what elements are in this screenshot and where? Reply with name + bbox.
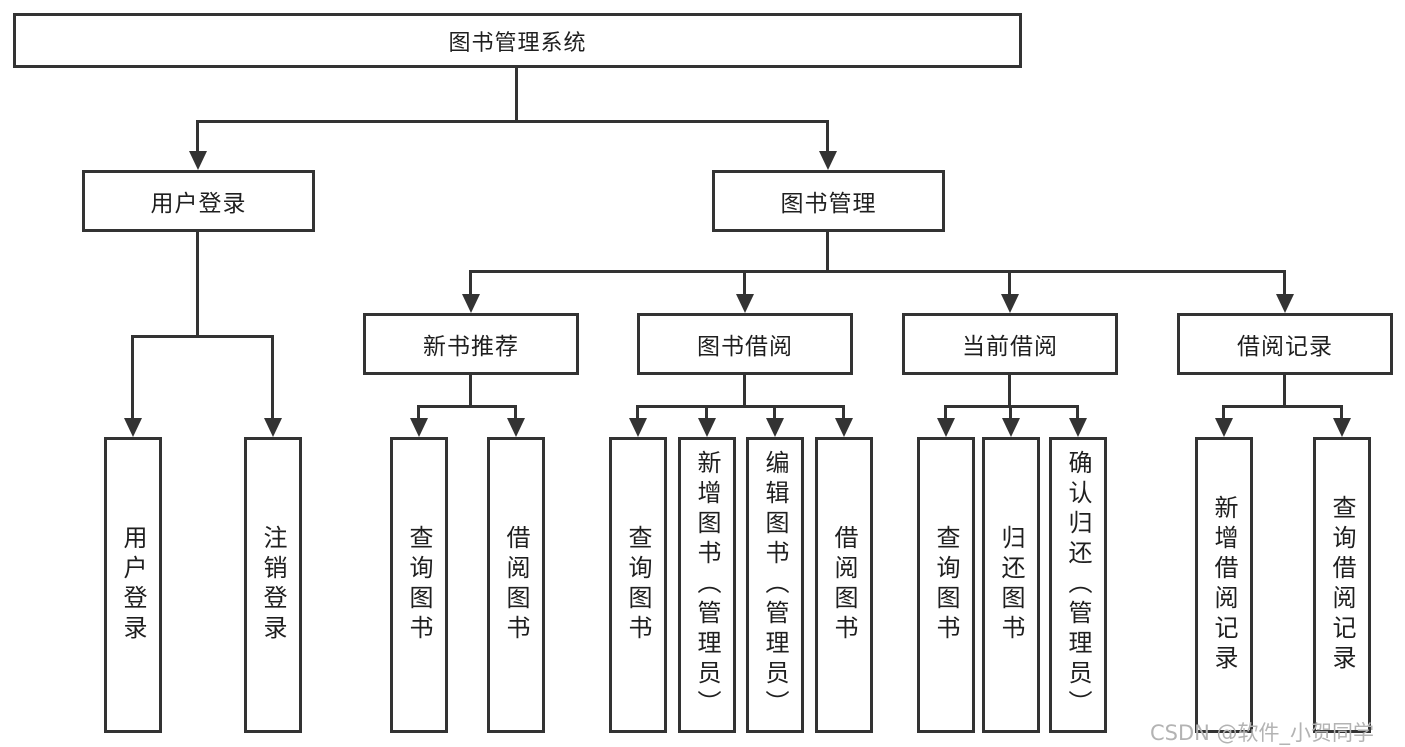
leaf-return-books: 归还图书 xyxy=(982,437,1040,733)
node-current-borrowing: 当前借阅 xyxy=(902,313,1118,375)
node-label: 查询图书 xyxy=(624,525,652,645)
connector-line xyxy=(131,335,273,338)
node-label: 新增借阅记录 xyxy=(1210,495,1238,675)
node-label: 新书推荐 xyxy=(423,334,519,360)
node-label: 用户登录 xyxy=(150,191,247,217)
node-label: 借阅记录 xyxy=(1237,334,1333,360)
arrowhead-down-icon xyxy=(736,294,754,313)
connector-line xyxy=(826,232,829,271)
connector-line xyxy=(636,405,639,421)
connector-line xyxy=(196,232,199,336)
node-label: 编辑图书（管理员） xyxy=(761,450,789,720)
connector-line xyxy=(705,405,708,421)
connector-line xyxy=(743,375,746,406)
node-label: 借阅图书 xyxy=(830,525,858,645)
arrowhead-down-icon xyxy=(1001,294,1019,313)
connector-line xyxy=(417,405,420,421)
arrowhead-down-icon xyxy=(937,418,955,437)
connector-line xyxy=(773,405,776,421)
leaf-query-books-current: 查询图书 xyxy=(917,437,975,733)
leaf-query-borrow-record: 查询借阅记录 xyxy=(1313,437,1371,733)
node-new-book-recommend: 新书推荐 xyxy=(363,313,579,375)
connector-line xyxy=(1222,405,1342,408)
connector-line xyxy=(417,405,517,408)
node-label: 图书借阅 xyxy=(697,334,793,360)
connector-line xyxy=(1283,270,1286,296)
leaf-confirm-return-admin: 确认归还（管理员） xyxy=(1049,437,1107,733)
node-label: 查询借阅记录 xyxy=(1328,495,1356,675)
connector-line xyxy=(1283,375,1286,406)
arrowhead-down-icon xyxy=(835,418,853,437)
arrowhead-down-icon xyxy=(462,294,480,313)
node-book-borrowing: 图书借阅 xyxy=(637,313,853,375)
arrowhead-down-icon xyxy=(629,418,647,437)
arrowhead-down-icon xyxy=(698,418,716,437)
node-label: 注销登录 xyxy=(259,525,287,645)
arrowhead-down-icon xyxy=(189,151,207,170)
node-label: 确认归还（管理员） xyxy=(1064,450,1092,720)
csdn-watermark: CSDN @软件_小贺同学 xyxy=(1150,721,1375,745)
node-label: 图书管理系统 xyxy=(448,30,587,56)
leaf-query-books-borrowing: 查询图书 xyxy=(609,437,667,733)
node-user-login: 用户登录 xyxy=(82,170,315,232)
node-label: 查询图书 xyxy=(405,525,433,645)
node-borrowing-records: 借阅记录 xyxy=(1177,313,1393,375)
leaf-add-borrow-record: 新增借阅记录 xyxy=(1195,437,1253,733)
connector-line xyxy=(1340,405,1343,421)
connector-line xyxy=(469,375,472,406)
connector-line xyxy=(196,120,199,154)
leaf-borrow-books-borrowing: 借阅图书 xyxy=(815,437,873,733)
connector-line xyxy=(636,405,844,408)
leaf-user-login: 用户登录 xyxy=(104,437,162,733)
node-label: 借阅图书 xyxy=(502,525,530,645)
connector-line xyxy=(826,120,829,154)
node-library-management-system: 图书管理系统 xyxy=(13,13,1022,68)
arrowhead-down-icon xyxy=(1333,418,1351,437)
leaf-logout: 注销登录 xyxy=(244,437,302,733)
connector-line xyxy=(944,405,947,421)
leaf-borrow-books-recommend: 借阅图书 xyxy=(487,437,545,733)
node-label: 图书管理 xyxy=(780,191,877,217)
arrowhead-down-icon xyxy=(819,151,837,170)
connector-line xyxy=(469,270,472,296)
connector-line xyxy=(196,120,828,123)
arrowhead-down-icon xyxy=(410,418,428,437)
connector-line xyxy=(842,405,845,421)
leaf-add-books-admin: 新增图书（管理员） xyxy=(678,437,736,733)
arrowhead-down-icon xyxy=(766,418,784,437)
arrowhead-down-icon xyxy=(124,418,142,437)
node-label: 查询图书 xyxy=(932,525,960,645)
connector-line xyxy=(1222,405,1225,421)
arrowhead-down-icon xyxy=(1215,418,1233,437)
node-label: 用户登录 xyxy=(119,525,147,645)
leaf-query-books-recommend: 查询图书 xyxy=(390,437,448,733)
leaf-edit-books-admin: 编辑图书（管理员） xyxy=(746,437,804,733)
connector-line xyxy=(515,67,518,121)
connector-line xyxy=(514,405,517,421)
node-label: 新增图书（管理员） xyxy=(693,450,721,720)
connector-line xyxy=(1076,405,1079,421)
arrowhead-down-icon xyxy=(1069,418,1087,437)
arrowhead-down-icon xyxy=(1002,418,1020,437)
connector-line xyxy=(1009,405,1012,421)
connector-line xyxy=(131,335,134,421)
arrowhead-down-icon xyxy=(264,418,282,437)
connector-line xyxy=(743,270,746,296)
node-label: 归还图书 xyxy=(997,525,1025,645)
connector-line xyxy=(1008,270,1011,296)
connector-line xyxy=(469,270,1285,273)
arrowhead-down-icon xyxy=(1276,294,1294,313)
arrowhead-down-icon xyxy=(507,418,525,437)
connector-line xyxy=(271,335,274,421)
connector-line xyxy=(1008,375,1011,406)
node-book-management: 图书管理 xyxy=(712,170,945,232)
node-label: 当前借阅 xyxy=(962,334,1058,360)
